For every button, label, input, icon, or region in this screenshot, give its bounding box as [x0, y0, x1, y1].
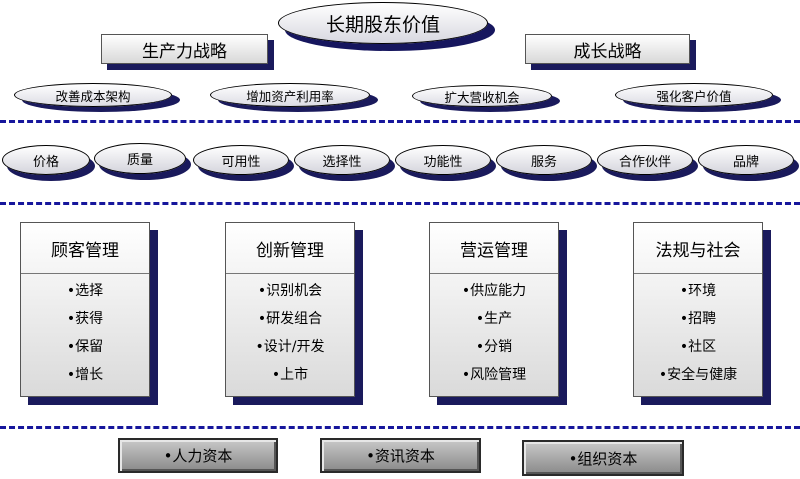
process-item: •分销	[475, 339, 513, 355]
capital-label: •资讯资本	[366, 447, 435, 465]
process-title: 创新管理	[226, 223, 354, 274]
long-term-shareholder-value: 长期股东价值	[278, 2, 488, 44]
process-item: •环境	[679, 283, 717, 299]
separator-line	[0, 426, 800, 429]
process-item: •保留	[66, 339, 104, 355]
separator-line	[0, 202, 800, 205]
attribute-label: 质量	[126, 153, 153, 168]
capital-label: •组织资本	[568, 449, 638, 468]
process-item: •识别机会	[257, 283, 323, 299]
attribute-ellipse: 质量	[94, 143, 186, 174]
process-item: •获得	[66, 311, 104, 327]
objective-ellipse: 增加资产利用率	[210, 83, 370, 107]
capital-label: •人力资本	[163, 447, 233, 465]
objective-ellipse: 扩大营收机会	[412, 85, 552, 107]
attribute-label: 可用性	[221, 154, 261, 170]
separator-line	[0, 120, 800, 123]
productivity-strategy-label: 生产力战略	[142, 41, 227, 62]
attribute-ellipse: 品牌	[698, 145, 794, 175]
process-item: •研发组合	[257, 311, 323, 327]
process-item: •选择	[66, 283, 104, 299]
information-capital-box: •资讯资本	[320, 438, 481, 473]
attribute-ellipse: 服务	[496, 145, 592, 175]
objective-label: 增加资产利用率	[246, 88, 334, 104]
process-title: 营运管理	[430, 223, 558, 274]
process-item: •安全与健康	[658, 367, 738, 383]
attribute-label: 品牌	[732, 154, 759, 170]
attribute-ellipse: 可用性	[193, 145, 289, 175]
attribute-ellipse: 合作伙伴	[597, 145, 693, 175]
attribute-ellipse: 价格	[2, 145, 90, 175]
attribute-label: 合作伙伴	[618, 154, 671, 170]
attribute-label: 价格	[32, 154, 59, 170]
process-title: 顾客管理	[21, 223, 149, 274]
top-goal-label: 长期股东价值	[325, 13, 440, 36]
process-column-regulatory-social: 法规与社会 •环境 •招聘 •社区 •安全与健康	[633, 222, 763, 397]
objective-label: 强化客户价值	[656, 88, 732, 104]
objective-label: 扩大营收机会	[444, 89, 520, 105]
process-column-operations-management: 营运管理 •供应能力 •生产 •分销 •风险管理	[429, 222, 559, 397]
process-column-innovation-management: 创新管理 •识别机会 •研发组合 •设计/开发 •上市	[225, 222, 355, 397]
objective-ellipse: 强化客户价值	[615, 83, 773, 107]
process-item: •生产	[475, 311, 513, 327]
process-item: •上市	[271, 367, 309, 383]
process-column-customer-management: 顾客管理 •选择 •获得 •保留 •增长	[20, 222, 150, 397]
attribute-ellipse: 选择性	[294, 145, 390, 175]
attribute-label: 服务	[530, 154, 557, 170]
organization-capital-box: •组织资本	[522, 440, 684, 476]
human-capital-box: •人力资本	[118, 438, 278, 473]
process-item: •风险管理	[461, 367, 527, 383]
growth-strategy-box: 成长战略	[525, 34, 690, 64]
process-title: 法规与社会	[634, 223, 762, 274]
attribute-label: 选择性	[322, 154, 362, 170]
attribute-label: 功能性	[423, 154, 463, 170]
process-item: •设计/开发	[255, 339, 325, 355]
process-item: •社区	[679, 339, 717, 355]
objective-ellipse: 改善成本架构	[14, 83, 172, 107]
objective-label: 改善成本架构	[55, 88, 131, 104]
process-item: •增长	[66, 367, 104, 383]
process-item: •招聘	[679, 311, 717, 327]
attribute-ellipse: 功能性	[395, 145, 491, 175]
process-item: •供应能力	[461, 283, 527, 299]
growth-strategy-label: 成长战略	[573, 41, 642, 62]
productivity-strategy-box: 生产力战略	[101, 34, 268, 64]
